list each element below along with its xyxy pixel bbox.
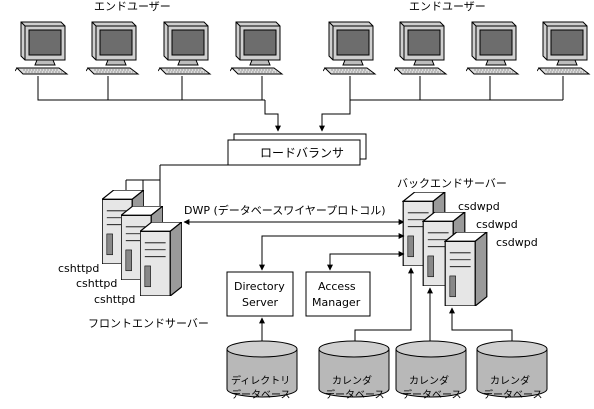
dwp-link: DWP (データベースワイヤープロトコル) bbox=[183, 203, 405, 225]
database-line1: カレンダ bbox=[490, 374, 530, 387]
front-end-servers: cshttpd cshttpd cshttpd フロントエンドサーバー bbox=[58, 190, 209, 330]
database-icon bbox=[226, 340, 298, 398]
load-balancer: ロードバランサ bbox=[227, 133, 367, 166]
back-end-server-name: csdwpd bbox=[496, 236, 538, 249]
back-end-server-name: csdwpd bbox=[458, 200, 500, 213]
database-icon bbox=[395, 340, 467, 398]
directory-server-line1: Directory bbox=[234, 280, 285, 293]
database-line2: データベース bbox=[483, 388, 543, 401]
workstation-icon bbox=[323, 21, 376, 75]
auth-connectors bbox=[259, 233, 405, 271]
database-directory: ディレクトリ データベース bbox=[226, 340, 298, 401]
database-calendar-3: カレンダ データベース bbox=[476, 340, 548, 401]
database-connectors bbox=[259, 267, 515, 351]
back-end-server-name: csdwpd bbox=[476, 218, 518, 231]
load-balancer-label: ロードバランサ bbox=[260, 146, 344, 160]
database-calendar-1: カレンダ データベース bbox=[318, 340, 390, 401]
workstation-icon bbox=[158, 21, 211, 75]
front-end-server-name: cshttpd bbox=[76, 277, 117, 290]
database-line2: データベース bbox=[325, 388, 385, 401]
workstation-icon bbox=[15, 21, 68, 75]
dwp-label: DWP (データベースワイヤープロトコル) bbox=[184, 203, 386, 217]
directory-server-line2: Server bbox=[242, 296, 279, 309]
server-icon bbox=[140, 222, 182, 296]
back-end-servers: バックエンドサーバー csdwpd csdwpd csdwpd bbox=[397, 177, 538, 306]
access-manager-line1: Access bbox=[318, 280, 356, 293]
database-line2: データベース bbox=[402, 388, 462, 401]
directory-server: Directory Server bbox=[226, 271, 294, 317]
end-user-label: エンドユーザー bbox=[94, 0, 171, 13]
database-icon bbox=[318, 340, 390, 398]
database-line1: カレンダ bbox=[332, 374, 372, 387]
database-icon bbox=[476, 340, 548, 398]
workstation-icon bbox=[466, 21, 519, 75]
front-end-server-name: cshttpd bbox=[58, 262, 99, 275]
access-manager-line2: Manager bbox=[312, 296, 361, 309]
end-user-label: エンドユーザー bbox=[409, 0, 486, 13]
workstation-icon bbox=[537, 21, 590, 75]
database-line1: ディレクトリ bbox=[231, 374, 290, 387]
access-manager: Access Manager bbox=[305, 271, 371, 317]
workstation-icon bbox=[230, 21, 283, 75]
end-user-group-right: エンドユーザー bbox=[323, 0, 590, 75]
front-end-server-name: cshttpd bbox=[94, 293, 135, 306]
database-line2: データベース bbox=[231, 388, 291, 401]
database-calendar-2: カレンダ データベース bbox=[395, 340, 467, 401]
front-end-label: フロントエンドサーバー bbox=[88, 317, 209, 330]
server-icon bbox=[444, 232, 488, 306]
workstation-icon bbox=[394, 21, 447, 75]
back-end-label: バックエンドサーバー bbox=[397, 177, 507, 190]
workstation-icon bbox=[86, 21, 139, 75]
database-line1: カレンダ bbox=[409, 374, 449, 387]
end-user-connectors bbox=[37, 76, 564, 132]
end-user-group-left: エンドユーザー bbox=[15, 0, 283, 75]
